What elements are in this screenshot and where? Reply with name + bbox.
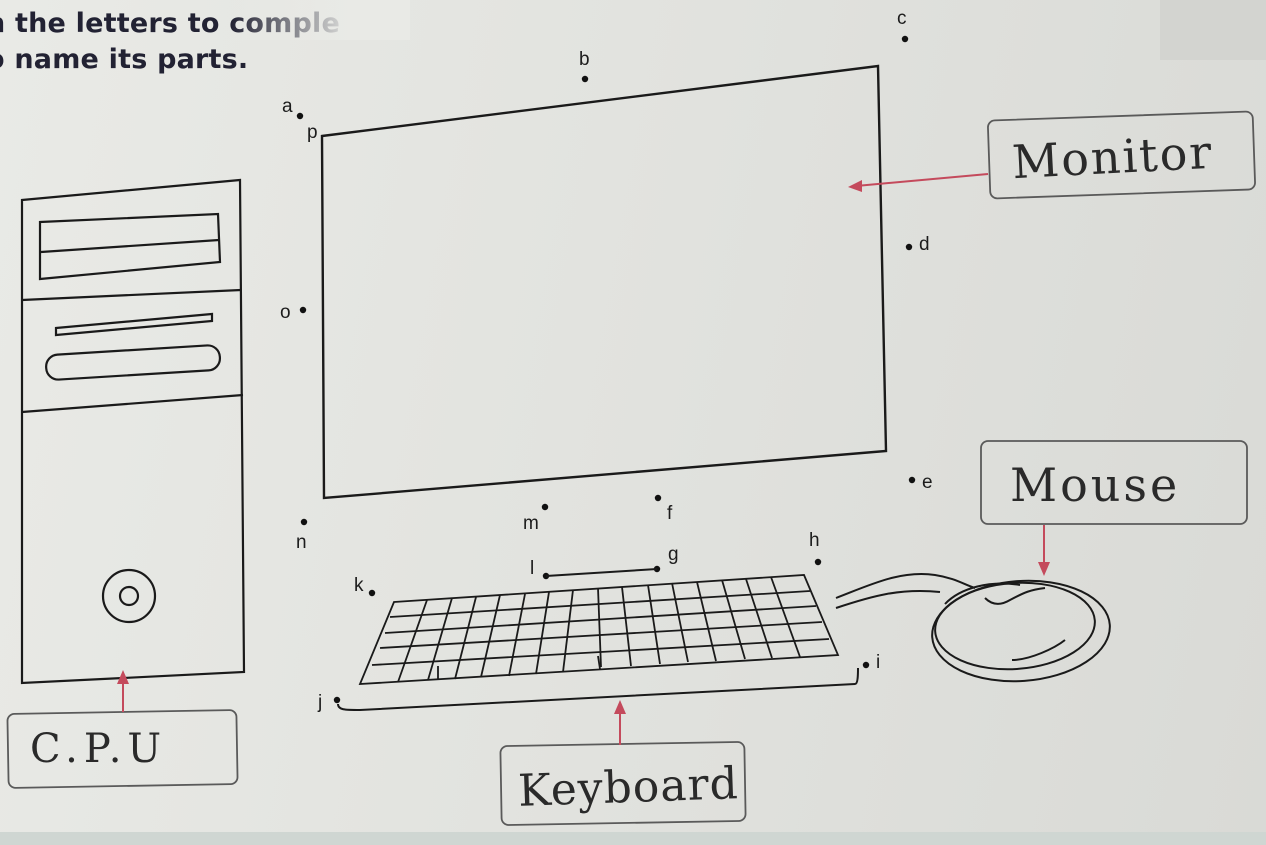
- letter-f: f: [667, 503, 673, 524]
- letter-e: e: [922, 472, 933, 493]
- monitor-screen: [320, 64, 888, 500]
- letter-j: j: [318, 692, 323, 713]
- letter-c: c: [897, 8, 907, 29]
- page-corner-shadow: [1160, 0, 1266, 60]
- answer-monitor: Monitor: [1010, 124, 1215, 190]
- answer-mouse: Mouse: [1010, 458, 1181, 512]
- letter-g: g: [668, 544, 679, 565]
- dot-j: [333, 696, 341, 704]
- letter-p: p: [307, 122, 318, 143]
- instruction-line-2: o name its parts.: [0, 44, 249, 75]
- letter-a: a: [282, 96, 293, 117]
- pointer-arrows: [117, 173, 1050, 745]
- letter-o: o: [280, 302, 291, 323]
- dot-i: [862, 661, 870, 669]
- dot-h: [814, 558, 822, 566]
- dot-b: [581, 75, 589, 83]
- dot-n: [300, 518, 308, 526]
- answer-boxes: [6, 110, 1256, 826]
- answer-cpu: C.P.U: [30, 726, 168, 772]
- letter-b: b: [579, 49, 590, 70]
- mouse-answer-box: [980, 440, 1248, 525]
- answer-keyboard: Keyboard: [517, 758, 740, 817]
- student-lines: [337, 568, 859, 712]
- dot-f: [654, 494, 662, 502]
- page-bottom-strip: [0, 832, 1266, 845]
- cropped-text-fade: [230, 0, 410, 40]
- mouse: [835, 573, 1111, 683]
- dot-o: [299, 306, 307, 314]
- keyboard: [358, 574, 840, 685]
- monitor-answer-box: [987, 110, 1256, 200]
- letter-i: i: [876, 652, 881, 673]
- connect-dots: [296, 35, 916, 704]
- dot-m: [541, 503, 549, 511]
- letter-h: h: [809, 530, 820, 551]
- keyboard-answer-box: [499, 741, 747, 826]
- cpu-tower: [20, 178, 246, 685]
- dot-a: [296, 112, 304, 120]
- letter-l: l: [530, 558, 535, 579]
- cpu-answer-box: [6, 709, 239, 789]
- letter-n: n: [296, 532, 307, 553]
- letter-k: k: [354, 575, 364, 596]
- letter-d: d: [919, 234, 930, 255]
- dot-d: [905, 243, 913, 251]
- letter-m: m: [523, 513, 539, 534]
- dot-k: [368, 589, 376, 597]
- dot-e: [908, 476, 916, 484]
- dot-c: [901, 35, 909, 43]
